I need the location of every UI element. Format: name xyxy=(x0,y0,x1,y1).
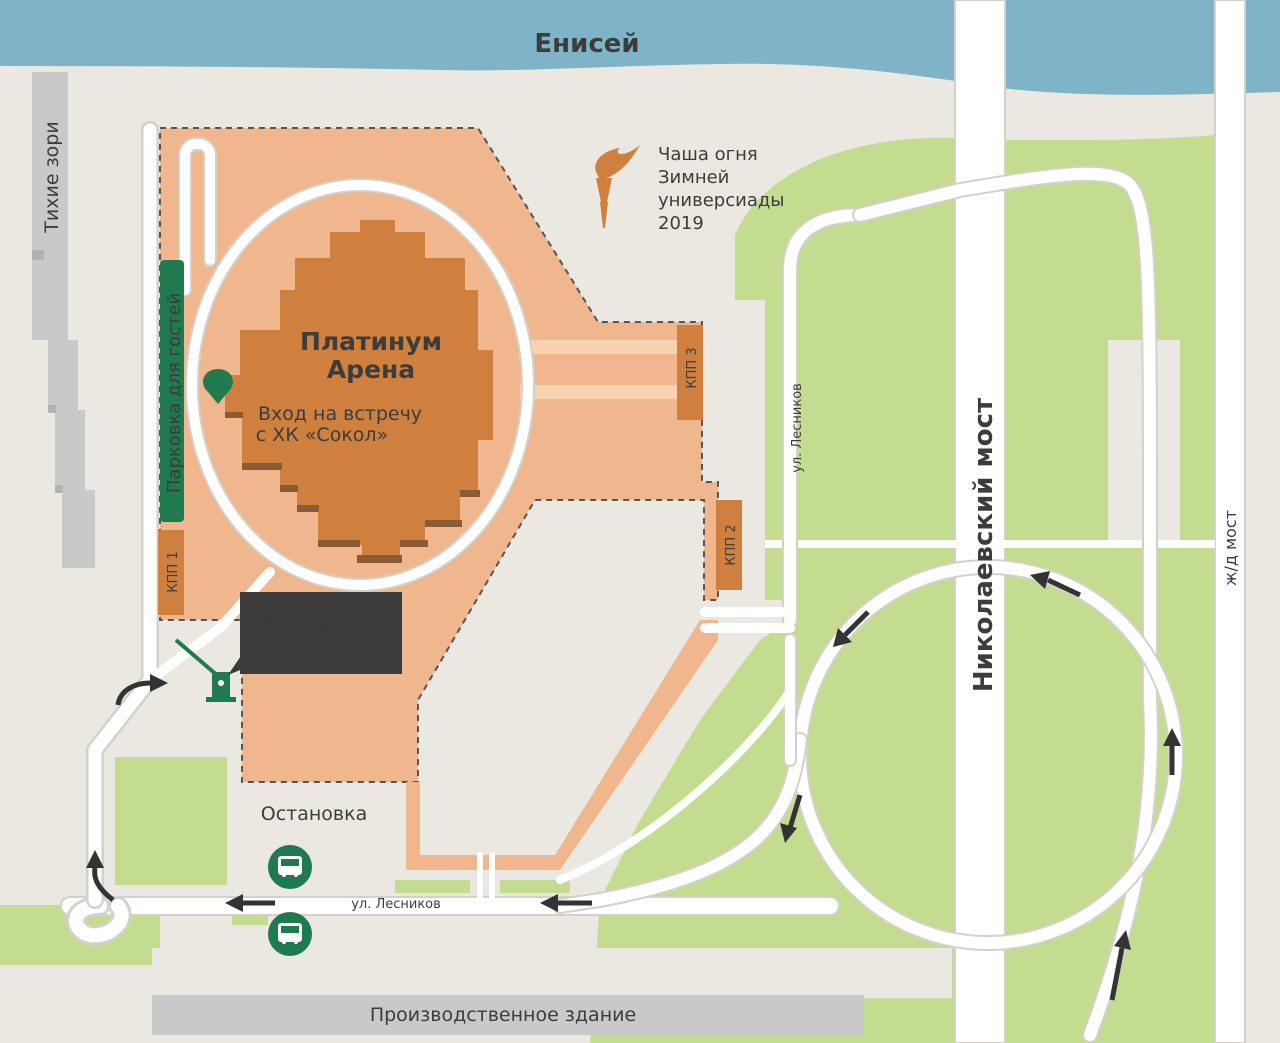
walkway xyxy=(406,620,718,870)
bus-icon xyxy=(268,845,312,889)
direction-arrow-icon xyxy=(1030,571,1082,598)
meeting-entrance-line1: Вход на встречу xyxy=(258,403,422,425)
direction-arrow-icon xyxy=(833,610,870,647)
checkpoint-2 xyxy=(716,500,742,590)
road-network xyxy=(60,0,1246,1043)
nikolaevsky-bridge-label: Николаевский мост xyxy=(969,398,999,692)
direction-arrows xyxy=(86,571,1181,1001)
barrier-icon xyxy=(174,638,236,702)
vehicle-entrance-line1: Въезд/вход xyxy=(264,601,379,623)
direction-arrow-icon xyxy=(86,850,115,902)
torch-label-line3: универсиады xyxy=(658,190,785,211)
direction-arrow-icon xyxy=(1163,728,1181,775)
street-lesnikov-vertical: ул. Лесников xyxy=(790,383,805,473)
direction-arrow-icon xyxy=(225,894,275,912)
production-building xyxy=(152,995,864,1035)
platinum-arena-building xyxy=(225,220,493,562)
torch-label-line4: 2019 xyxy=(658,213,704,234)
direction-arrow-icon xyxy=(1109,930,1131,1001)
grass-areas xyxy=(0,135,1215,1043)
entrance-pin-icon xyxy=(203,369,233,404)
production-building-label: Производственное здание xyxy=(370,1004,636,1026)
bus-icon xyxy=(268,912,312,956)
checkpoint-3-label: КПП 3 xyxy=(685,347,700,388)
vehicle-entrance-callout xyxy=(228,592,402,675)
arena-name-line1: Платинум xyxy=(300,327,442,356)
street-lesnikov-horizontal: ул. Лесников xyxy=(351,897,441,912)
guest-parking xyxy=(160,260,184,522)
residential-buildings xyxy=(32,72,95,568)
direction-arrow-icon xyxy=(780,794,803,843)
parking-label: Парковка для гостей xyxy=(164,293,185,493)
torch-label-line1: Чаша огня xyxy=(658,144,758,165)
checkpoint-3 xyxy=(677,325,703,420)
street-tikhie-zori: Тихие зори xyxy=(41,121,63,233)
corridor xyxy=(520,340,680,399)
direction-arrow-icon xyxy=(540,894,592,912)
arena-name-line2: Арена xyxy=(327,355,415,384)
torch-label-line2: Зимней xyxy=(658,167,729,188)
vehicle-entrance-line2: на встречу xyxy=(266,623,375,645)
checkpoint-1-label: КПП 1 xyxy=(166,551,181,592)
bus-stop-label: Остановка xyxy=(261,803,367,825)
torch-icon xyxy=(595,145,640,228)
railway-bridge-label: ж/д мост xyxy=(1221,510,1240,586)
checkpoint-1 xyxy=(158,530,184,615)
production-lot xyxy=(152,948,952,998)
checkpoint-2-label: КПП 2 xyxy=(724,524,739,565)
vehicle-entrance-line3: с ХК «Сокол» xyxy=(255,645,387,667)
meeting-entrance-line2: с ХК «Сокол» xyxy=(256,424,388,446)
river-label: Енисей xyxy=(534,29,639,59)
direction-arrow-icon xyxy=(115,674,168,706)
